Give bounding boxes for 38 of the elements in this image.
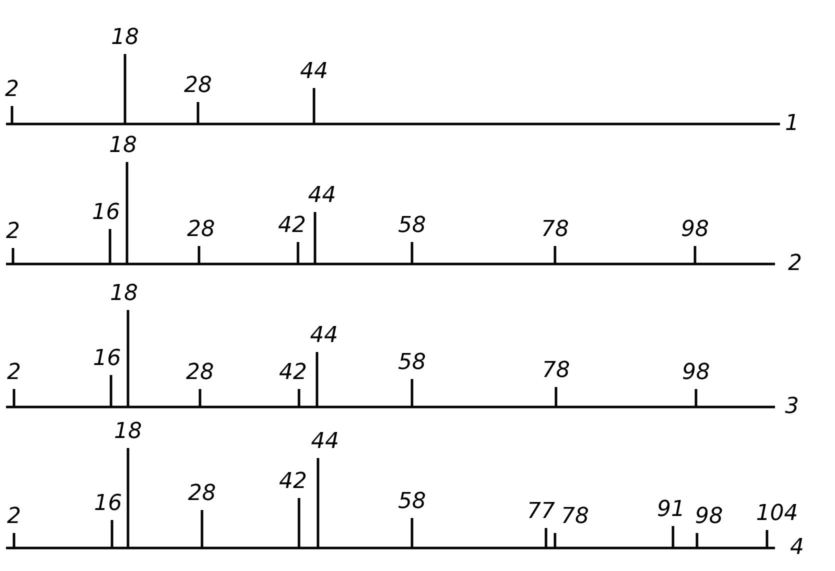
peak-label: 98 — [695, 505, 723, 529]
peak-label: 44 — [300, 60, 328, 84]
peak-label: 2 — [7, 505, 21, 529]
peak-label: 18 — [111, 26, 139, 50]
peak-label: 91 — [657, 498, 685, 522]
peak-label: 42 — [279, 470, 307, 494]
peak-label: 2 — [5, 78, 19, 102]
peak-label: 28 — [184, 74, 212, 98]
spectrum-number: 2 — [788, 252, 802, 276]
spectrum-number: 1 — [785, 112, 799, 136]
peak-label: 2 — [7, 361, 21, 385]
peak-label: 42 — [279, 361, 307, 385]
peak-label: 2 — [6, 220, 20, 244]
peak-label: 16 — [92, 201, 120, 225]
peak-label: 58 — [398, 490, 426, 514]
spectrum-number: 3 — [785, 395, 799, 419]
peak-label: 28 — [187, 218, 215, 242]
peak-label: 18 — [114, 420, 142, 444]
peak-label: 58 — [398, 351, 426, 375]
peak-label: 78 — [541, 218, 569, 242]
peak-label: 28 — [186, 361, 214, 385]
spectrum-number: 4 — [790, 536, 804, 560]
peak-label: 98 — [682, 361, 710, 385]
peak-label: 16 — [94, 492, 122, 516]
peak-label: 28 — [188, 482, 216, 506]
peak-label: 42 — [278, 214, 306, 238]
peak-label: 104 — [756, 502, 798, 526]
peak-label: 77 — [527, 500, 555, 524]
peak-label: 18 — [110, 282, 138, 306]
peak-label: 18 — [109, 134, 137, 158]
peak-label: 98 — [681, 218, 709, 242]
peak-label: 78 — [561, 505, 589, 529]
peak-label: 44 — [311, 430, 339, 454]
peak-label: 44 — [308, 184, 336, 208]
peak-label: 16 — [93, 347, 121, 371]
peak-label: 58 — [398, 214, 426, 238]
peak-label: 78 — [542, 359, 570, 383]
peak-label: 44 — [310, 324, 338, 348]
